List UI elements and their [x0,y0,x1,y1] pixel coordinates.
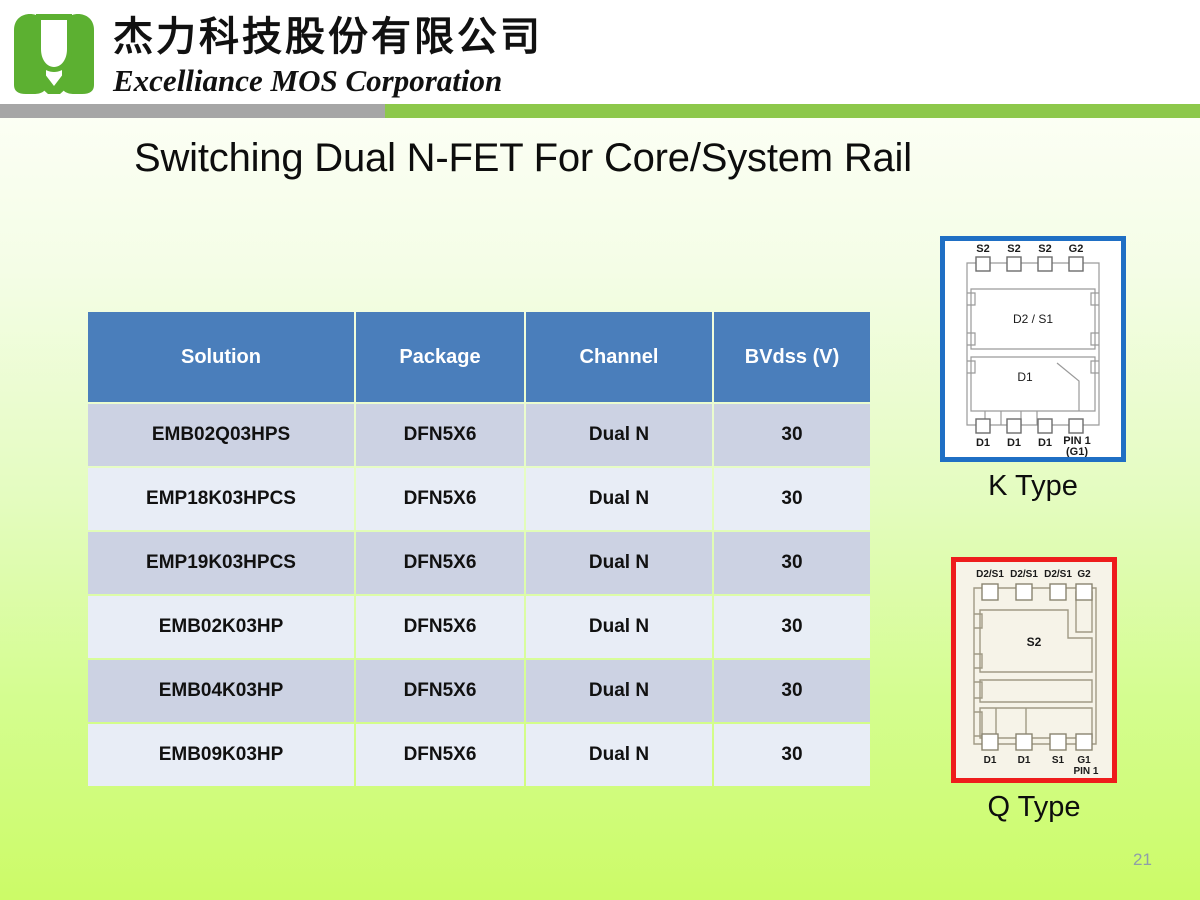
table-row: EMB02K03HP DFN5X6 Dual N 30 [88,596,870,658]
page-title: Switching Dual N-FET For Core/System Rai… [134,136,912,180]
divider-segment-green [385,104,1200,118]
cell-solution: EMP18K03HPCS [88,468,354,530]
cell-package: DFN5X6 [356,468,524,530]
cell-solution: EMB09K03HP [88,724,354,786]
column-header-channel: Channel [526,312,712,402]
page-number: 21 [1133,850,1152,869]
header-band: 杰力科技股份有限公司 Excelliance MOS Corporation [0,0,1200,104]
cell-solution: EMB04K03HP [88,660,354,722]
package-frame-q-type: D2/S1 D2/S1 D2/S1 G2 D1 D1 S1 G1 PIN 1 S… [951,557,1117,783]
package-diagram-k-type: S2 S2 S2 G2 D1 D1 D1 PIN 1 (G1) D2 / S1 … [940,236,1126,503]
cell-bvdss: 30 [714,724,870,786]
pin-label-top-3: S2 [1038,243,1051,255]
cell-channel: Dual N [526,468,712,530]
company-name-cn: 杰力科技股份有限公司 [113,14,543,60]
table-row: EMB02Q03HPS DFN5X6 Dual N 30 [88,404,870,466]
table-header-row: Solution Package Channel BVdss (V) [88,312,870,402]
cell-channel: Dual N [526,596,712,658]
cell-package: DFN5X6 [356,532,524,594]
pin-label-bottom-1: D1 [984,755,997,766]
pin-label-top-4: G2 [1069,243,1084,255]
pin-label-bottom-2: D1 [1018,755,1031,766]
pad-label-s2: S2 [1027,635,1042,649]
divider-segment-gray [0,104,385,118]
pin-label-bottom-4: PIN 1 [1063,435,1091,447]
package-caption-k-type: K Type [988,470,1078,502]
package-diagram-q-type: D2/S1 D2/S1 D2/S1 G2 D1 D1 S1 G1 PIN 1 S… [951,557,1117,824]
cell-bvdss: 30 [714,596,870,658]
pin-label-top-4: G2 [1077,569,1091,580]
pin-label-bottom-2: D1 [1007,437,1021,449]
pin-label-pin1: PIN 1 [1073,766,1098,777]
pin-label-bottom-3: S1 [1052,755,1065,766]
header-divider-bar [0,104,1200,118]
column-header-bvdss: BVdss (V) [714,312,870,402]
cell-solution: EMB02Q03HPS [88,404,354,466]
product-spec-table: Solution Package Channel BVdss (V) EMB02… [86,310,872,788]
cell-solution: EMP19K03HPCS [88,532,354,594]
cell-bvdss: 30 [714,468,870,530]
column-header-package: Package [356,312,524,402]
pin-label-top-1: D2/S1 [976,569,1004,580]
company-name-en: Excelliance MOS Corporation [113,63,503,98]
pin-label-bottom-1: D1 [976,437,990,449]
pin-label-bottom-4: G1 [1077,755,1091,766]
cell-solution: EMB02K03HP [88,596,354,658]
cell-bvdss: 30 [714,660,870,722]
pin-label-bottom-3: D1 [1038,437,1052,449]
pin-label-top-3: D2/S1 [1044,569,1072,580]
company-name-block: 杰力科技股份有限公司 Excelliance MOS Corporation [113,14,543,100]
cell-package: DFN5X6 [356,724,524,786]
cell-package: DFN5X6 [356,404,524,466]
cell-package: DFN5X6 [356,596,524,658]
cell-channel: Dual N [526,532,712,594]
package-frame-k-type: S2 S2 S2 G2 D1 D1 D1 PIN 1 (G1) D2 / S1 … [940,236,1126,462]
column-header-solution: Solution [88,312,354,402]
cell-channel: Dual N [526,404,712,466]
table-row: EMB04K03HP DFN5X6 Dual N 30 [88,660,870,722]
cell-channel: Dual N [526,660,712,722]
table-row: EMP19K03HPCS DFN5X6 Dual N 30 [88,532,870,594]
package-caption-q-type: Q Type [987,791,1081,823]
pin-label-top-2: S2 [1007,243,1020,255]
cell-bvdss: 30 [714,532,870,594]
table-row: EMP18K03HPCS DFN5X6 Dual N 30 [88,468,870,530]
pin-label-top-1: S2 [976,243,989,255]
excelliance-m-logo-icon [10,12,98,96]
table-row: EMB09K03HP DFN5X6 Dual N 30 [88,724,870,786]
pin-label-top-2: D2/S1 [1010,569,1038,580]
cell-package: DFN5X6 [356,660,524,722]
cell-bvdss: 30 [714,404,870,466]
pad-label-d1: D1 [1017,370,1033,384]
cell-channel: Dual N [526,724,712,786]
pad-label-d2-s1: D2 / S1 [1013,312,1053,326]
pin-label-bottom-4-sub: (G1) [1066,446,1088,457]
